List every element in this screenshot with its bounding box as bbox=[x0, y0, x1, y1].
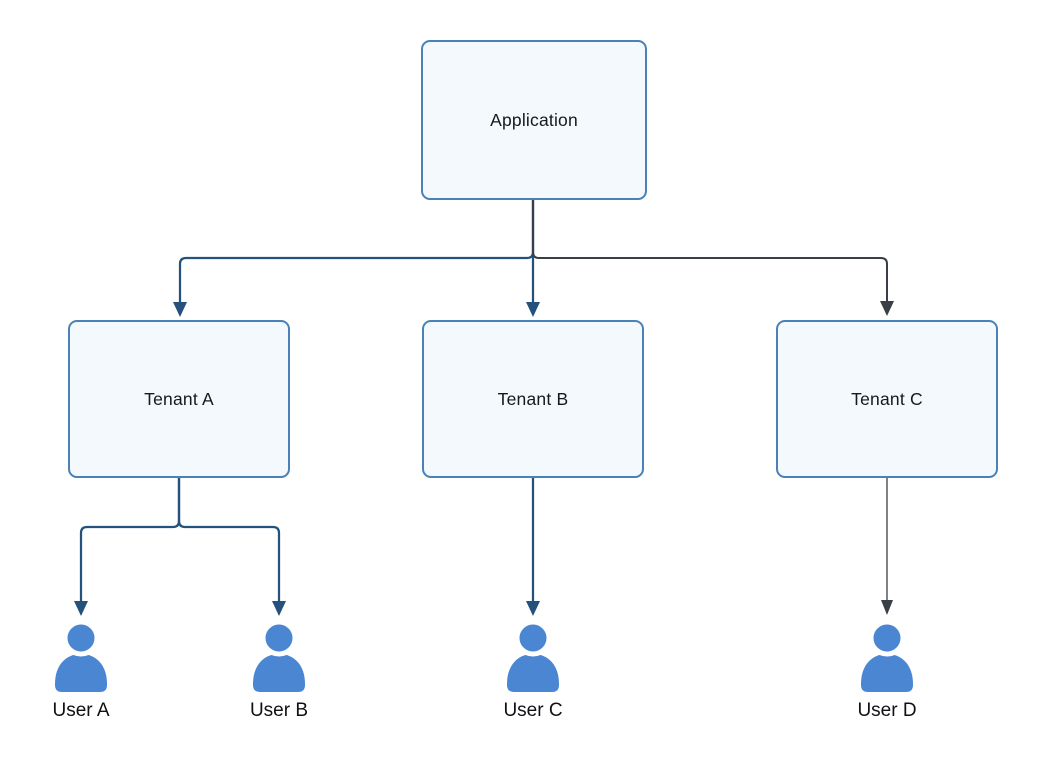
node-user-d: User D bbox=[817, 620, 957, 722]
arrowhead-user-a bbox=[74, 601, 88, 616]
arrowhead-tenant-a bbox=[173, 302, 187, 317]
edge-application-to-tenant-c bbox=[532, 200, 888, 301]
person-icon bbox=[507, 620, 559, 692]
node-application: Application bbox=[421, 40, 647, 200]
arrowhead-user-b bbox=[272, 601, 286, 616]
user-c-label: User C bbox=[503, 700, 563, 721]
edge-application-to-tenant-a bbox=[178, 200, 535, 302]
user-a-label: User A bbox=[52, 700, 110, 721]
edge-tenant-a-to-user-a bbox=[79, 478, 181, 601]
node-tenant-c: Tenant C bbox=[776, 320, 998, 478]
arrowhead-tenant-b bbox=[526, 302, 540, 317]
arrowhead-user-c bbox=[526, 601, 540, 616]
edge-tenant-a-to-user-b bbox=[177, 478, 281, 601]
arrowhead-tenant-c bbox=[880, 301, 894, 316]
user-d-label: User D bbox=[857, 700, 917, 721]
user-b-label: User B bbox=[249, 700, 309, 721]
person-icon bbox=[55, 620, 107, 692]
node-user-a: User A bbox=[11, 620, 151, 722]
node-tenant-b: Tenant B bbox=[422, 320, 644, 478]
arrowhead-user-d bbox=[881, 600, 893, 615]
person-icon bbox=[253, 620, 305, 692]
node-user-b: User B bbox=[209, 620, 349, 722]
node-user-c: User C bbox=[463, 620, 603, 722]
node-tenant-a: Tenant A bbox=[68, 320, 290, 478]
person-icon bbox=[861, 620, 913, 692]
